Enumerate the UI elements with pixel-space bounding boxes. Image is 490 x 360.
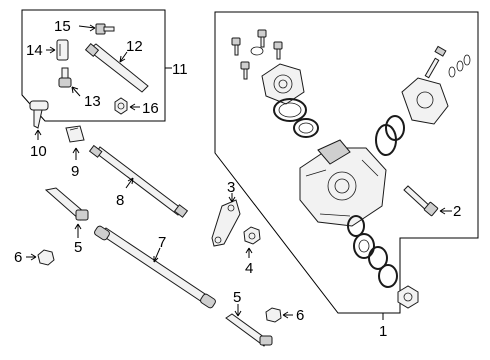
top-cover [261,63,305,105]
sleeve-9 [65,125,85,160]
box-1-outline [214,11,479,314]
tie-rod-end-5-left [44,187,89,238]
callout-15: 15 [54,18,71,35]
box-11-outline [21,9,166,122]
callout-1: 1 [379,323,387,340]
callout-7: 7 [158,234,166,251]
callout-2: 2 [453,203,461,220]
gear-housing [299,139,387,227]
callout-13: 13 [84,93,101,110]
callout-6-right: 6 [296,307,304,324]
callout-3: 3 [227,179,235,196]
seal-rings [273,98,405,156]
callout-5-right: 5 [233,289,241,306]
tie-rod-end-10 [29,100,49,140]
drag-link-7 [94,225,216,309]
tie-rod-end-5-right [225,304,273,347]
callout-5-left: 5 [74,239,82,256]
nut-4 [243,226,261,258]
callout-4: 4 [245,260,253,277]
nut-6-left [26,249,55,266]
callout-16: 16 [142,100,159,117]
bolt-13 [58,67,81,97]
callout-6-left: 6 [14,249,22,266]
callout-8: 8 [116,192,124,209]
callout-11: 11 [172,61,188,78]
pitman-arm-3 [211,193,241,247]
callout-12: 12 [126,38,143,55]
lower-rings [347,215,419,309]
callout-9: 9 [71,163,79,180]
callout-14: 14 [26,42,43,59]
valve-housing [401,45,471,125]
tie-rod-8 [88,144,189,218]
bolt-2 [403,185,452,217]
bracket-14 [46,39,69,61]
nut-16 [114,97,140,115]
bolt-15 [78,23,115,35]
nut-6-right [265,307,293,323]
bolts-top [231,29,283,80]
rod-12 [84,43,149,93]
callout-10: 10 [30,143,47,160]
